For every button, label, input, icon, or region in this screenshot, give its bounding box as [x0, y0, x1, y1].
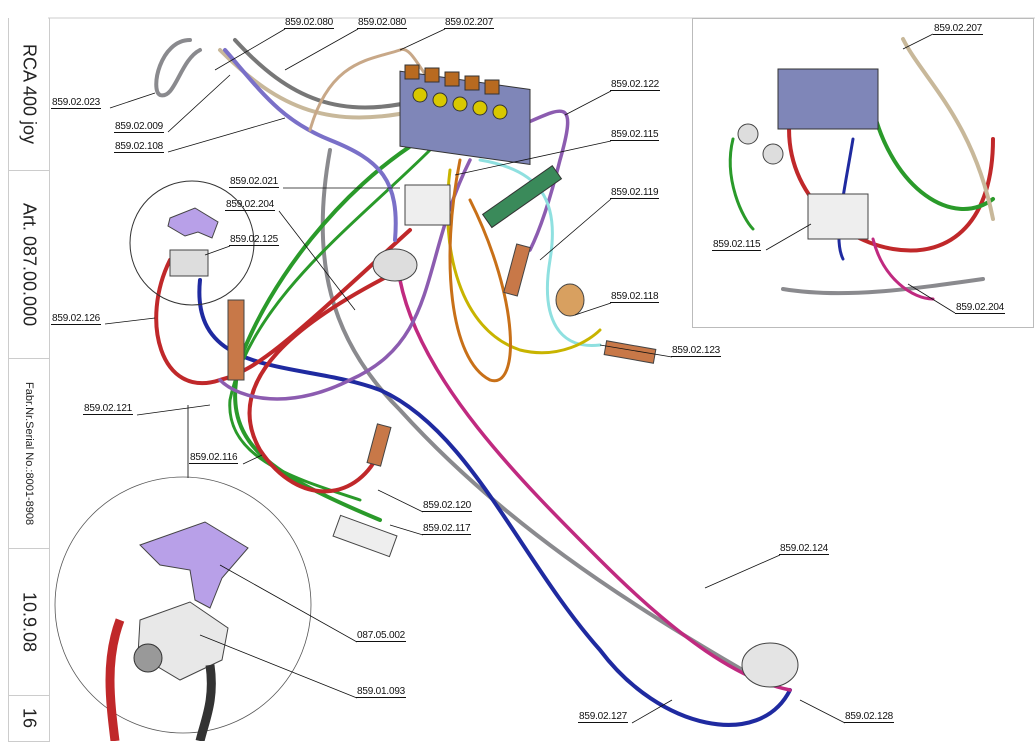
callout-label: 859.02.021	[229, 176, 280, 188]
model-name: RCA 400 joy	[19, 43, 40, 145]
inset-leader-lines	[765, 33, 956, 314]
callout-label: 859.02.118	[610, 291, 660, 303]
title-block-page: 16	[8, 696, 50, 742]
inset-gauge	[737, 123, 759, 145]
callout-label: 087.05.002	[356, 630, 407, 642]
title-block-serial: Fabr.Nr.Serial No.:8001-8908	[8, 359, 50, 549]
hose-red-detail	[105, 618, 125, 741]
hose-grey-023	[154, 38, 202, 98]
callout-label: 859.02.127	[578, 711, 629, 723]
inset-pump	[807, 193, 869, 240]
callout-label: 859.02.204	[225, 199, 276, 211]
callout-label: 859.02.128	[844, 711, 895, 723]
callout-label: 859.02.119	[610, 187, 660, 199]
ring-sensor	[555, 283, 585, 317]
title-block-article: Art. 087.00.000	[8, 171, 50, 359]
hose-yellow	[446, 168, 602, 355]
inset-hose-green	[871, 107, 995, 211]
inset-callout-label: 859.02.207	[933, 23, 984, 35]
inset-hose-green-2	[728, 137, 755, 231]
callout-label: 859.02.124	[779, 543, 830, 555]
hose-red-1	[247, 268, 402, 494]
leader-lines	[104, 28, 846, 724]
callout-label: 859.02.108	[114, 141, 165, 153]
hose-grey-long	[320, 148, 762, 682]
inset-callout-label: 859.02.115	[712, 239, 762, 251]
motor-flange	[372, 248, 418, 282]
callout-label: 859.02.121	[83, 403, 134, 415]
inset-hose-beige	[901, 37, 995, 221]
inset-hose-red	[787, 97, 995, 253]
callout-label: 859.01.093	[356, 686, 407, 698]
callout-label: 859.02.080	[284, 17, 335, 29]
spring-damper-4	[366, 423, 392, 467]
title-block-model: RCA 400 joy	[8, 18, 50, 171]
article-number: Art. 087.00.000	[19, 202, 40, 327]
cylinder	[332, 514, 398, 558]
spring-damper-2	[503, 243, 531, 297]
detail-circle-large	[54, 476, 312, 734]
callout-label: 859.02.125	[229, 234, 280, 246]
valve-block	[399, 64, 531, 166]
callout-label: 859.02.123	[671, 345, 722, 357]
hose-purple-2	[508, 109, 570, 252]
rear-motor	[741, 642, 799, 688]
title-block-date: 10.9.08	[8, 549, 50, 696]
circuit-board	[481, 164, 563, 229]
hose-grey-top	[233, 38, 422, 110]
page-number: 16	[19, 708, 40, 729]
callout-label: 859.02.122	[610, 79, 661, 91]
callout-label: 859.02.023	[51, 97, 102, 109]
callout-label: 859.02.009	[114, 121, 165, 133]
hose-purple	[218, 158, 472, 401]
hose-green-2	[228, 148, 432, 502]
hose-cyan	[478, 158, 602, 348]
inset-hose-grey	[781, 277, 985, 296]
spring-damper-3	[603, 340, 657, 364]
inset-view: 859.02.207 859.02.115 859.02.204	[692, 18, 1034, 328]
callout-label: 859.02.117	[422, 523, 472, 535]
serial-number: Fabr.Nr.Serial No.:8001-8908	[23, 381, 35, 526]
callout-label: 859.02.115	[610, 129, 660, 141]
inset-drawing	[728, 33, 995, 314]
callout-label: 859.02.120	[422, 500, 473, 512]
callout-label: 859.02.126	[51, 313, 102, 325]
hose-orange	[448, 158, 512, 383]
drawing-date: 10.9.08	[19, 591, 40, 653]
bracket-small	[167, 207, 219, 239]
hose-magenta	[398, 278, 792, 692]
manifold-port	[133, 643, 163, 673]
inset-valve-block	[777, 68, 879, 130]
manifold-small	[169, 249, 209, 277]
callout-label: 859.02.207	[444, 17, 495, 29]
detail-circle-small	[129, 180, 255, 306]
inset-callout-label: 859.02.204	[955, 302, 1006, 314]
hose-lavender	[223, 48, 398, 242]
pump-body	[404, 184, 451, 226]
bracket-large	[139, 521, 249, 609]
hose-black-detail	[195, 664, 216, 741]
callout-label: 859.02.080	[357, 17, 408, 29]
spring-damper-1	[227, 299, 245, 381]
inset-hose-magenta	[871, 237, 935, 301]
hose-tan-207	[308, 47, 432, 132]
callout-label: 859.02.116	[189, 452, 239, 464]
inset-gauge	[762, 143, 784, 165]
